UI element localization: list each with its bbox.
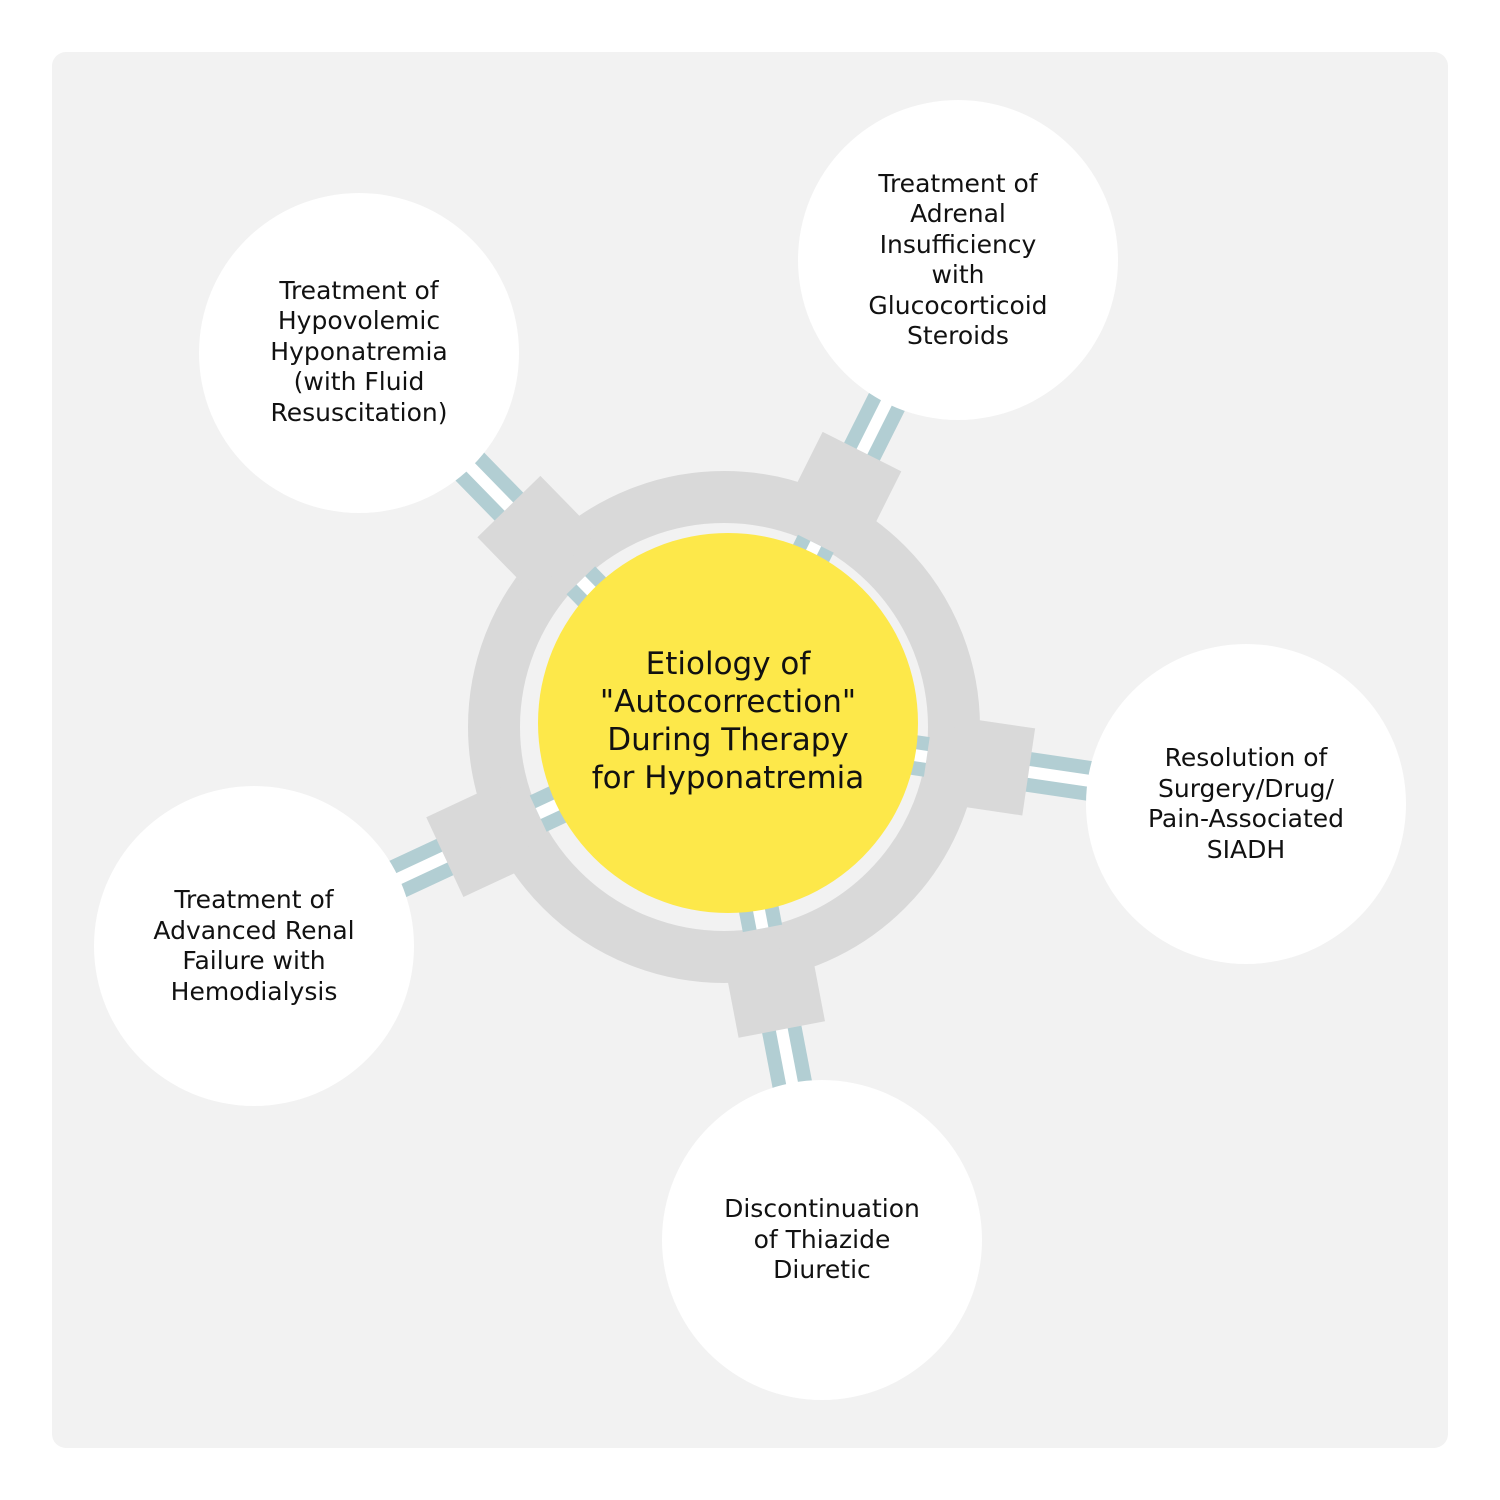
node-circle-hypovolemic <box>199 193 519 513</box>
node-circle-renal <box>94 786 414 1106</box>
ring-tab-siadh <box>943 716 1036 816</box>
ring-tab-thiazide <box>723 942 826 1038</box>
ring-tab-adrenal <box>786 431 902 543</box>
node-label-siadh: Resolution of Surgery/Drug/ Pain-Associa… <box>1147 743 1345 864</box>
ring-tab-hypovolemic <box>477 475 597 595</box>
node-label-hypovolemic: Treatment of Hypovolemic Hyponatremia (w… <box>270 275 448 427</box>
ring-tab-renal <box>426 783 536 897</box>
center-label: Etiology of "Autocorrection" During Ther… <box>591 646 865 796</box>
node-label-thiazide: Discontinuation of Thiazide Diuretic <box>724 1194 920 1285</box>
node-circle-thiazide <box>662 1080 982 1400</box>
node-circle-siadh <box>1086 644 1406 964</box>
ring-tabs <box>426 431 1036 1038</box>
node-label-adrenal: Treatment of Adrenal Insufficiency with … <box>868 168 1048 351</box>
node-circles <box>94 100 1406 1400</box>
hub-ring <box>468 471 980 983</box>
node-label-renal: Treatment of Advanced Renal Failure with… <box>153 885 355 1006</box>
center-circle <box>538 533 918 913</box>
node-circle-adrenal <box>798 100 1118 420</box>
